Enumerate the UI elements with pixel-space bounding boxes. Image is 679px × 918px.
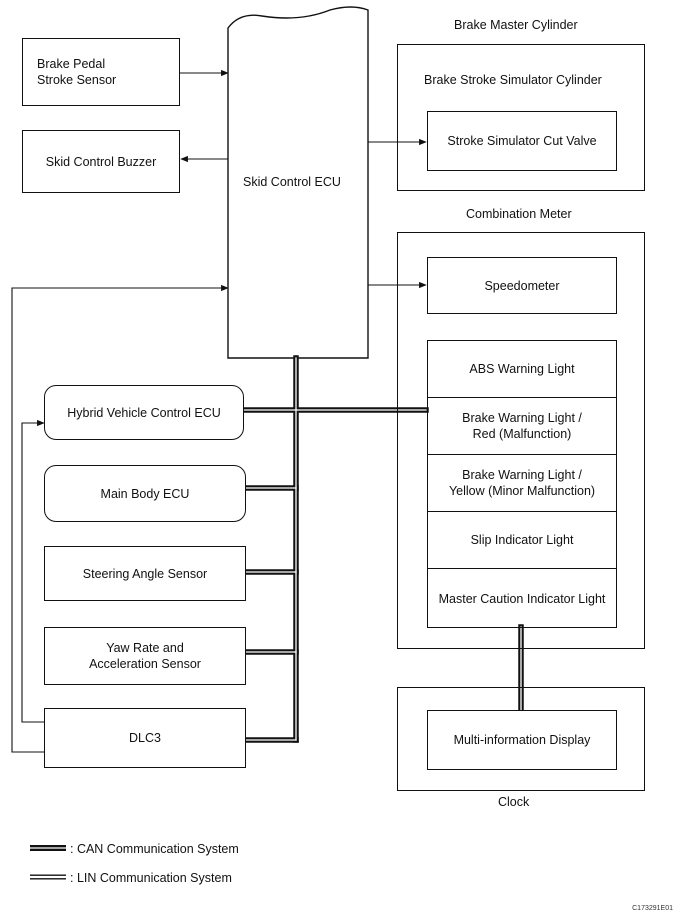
- warning-lights-group: [427, 340, 617, 628]
- master-caution-indicator-light: Master Caution Indicator Light: [427, 568, 617, 628]
- main-body-ecu: Main Body ECU: [44, 465, 246, 522]
- brake-pedal-stroke-sensor: Brake Pedal Stroke Sensor: [22, 38, 180, 106]
- skid-control-ecu-label: Skid Control ECU: [243, 175, 341, 189]
- brake-master-cylinder-title: Brake Master Cylinder: [454, 18, 578, 32]
- yaw-rate-acceleration-sensor: Yaw Rate and Acceleration Sensor: [44, 627, 246, 685]
- abs-warning-light: ABS Warning Light: [469, 361, 575, 376]
- hybrid-vehicle-control-ecu: Hybrid Vehicle Control ECU: [44, 385, 244, 440]
- skid-control-buzzer: Skid Control Buzzer: [22, 130, 180, 193]
- legend-can-label: : CAN Communication System: [70, 842, 239, 856]
- legend-lin-label: : LIN Communication System: [70, 871, 232, 885]
- clock-title: Clock: [498, 795, 530, 809]
- combination-meter-frame: [397, 232, 645, 649]
- steering-angle-sensor: Steering Angle Sensor: [44, 546, 246, 601]
- speedometer: Speedometer: [427, 257, 617, 314]
- dlc3-to-ecu-line: [11, 284, 229, 753]
- combination-meter-title: Combination Meter: [466, 207, 572, 221]
- stroke-simulator-cut-valve: Stroke Simulator Cut Valve: [427, 111, 617, 171]
- dlc3: DLC3: [44, 708, 246, 768]
- brake-warning-light-red: Brake Warning Light / Red (Malfunction): [427, 397, 617, 454]
- dlc3-to-hybrid-line: [21, 419, 45, 723]
- can-bus: [241, 355, 524, 743]
- brake-stroke-simulator-label: Brake Stroke Simulator Cylinder: [424, 73, 602, 87]
- skid-control-ecu-outline: [227, 6, 369, 359]
- slip-indicator-light: Slip Indicator Light: [427, 511, 617, 568]
- figure-code: C173291E01: [632, 905, 673, 912]
- clock-frame: [397, 687, 645, 791]
- brake-warning-light-yellow: Brake Warning Light / Yellow (Minor Malf…: [427, 454, 617, 511]
- brake-master-cylinder-frame: [397, 44, 645, 191]
- multi-information-display: Multi-information Display: [427, 710, 617, 770]
